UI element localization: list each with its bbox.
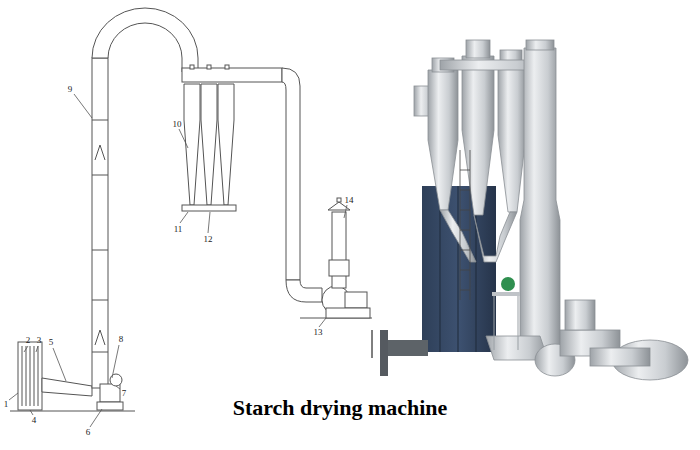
machine-photo [372, 40, 688, 380]
callout-number: 10 [173, 120, 182, 129]
callout-number: 14 [345, 196, 354, 205]
callout-number: 12 [204, 235, 213, 244]
caption: Starch drying machine [233, 396, 448, 420]
callout-number: 11 [174, 225, 183, 234]
callout-number: 9 [68, 85, 73, 94]
callout-number: 1 [4, 400, 9, 409]
callout-number: 5 [49, 338, 54, 347]
callout-number: 8 [119, 335, 124, 344]
callout-number: 7 [122, 389, 127, 398]
callout-number: 2 [26, 336, 31, 345]
callout-number: 6 [86, 428, 91, 437]
line-drawing [10, 8, 372, 411]
callout-number: 3 [37, 336, 42, 345]
callout-number: 4 [32, 416, 37, 425]
leader-lines [9, 94, 347, 427]
callout-number: 13 [314, 328, 323, 337]
